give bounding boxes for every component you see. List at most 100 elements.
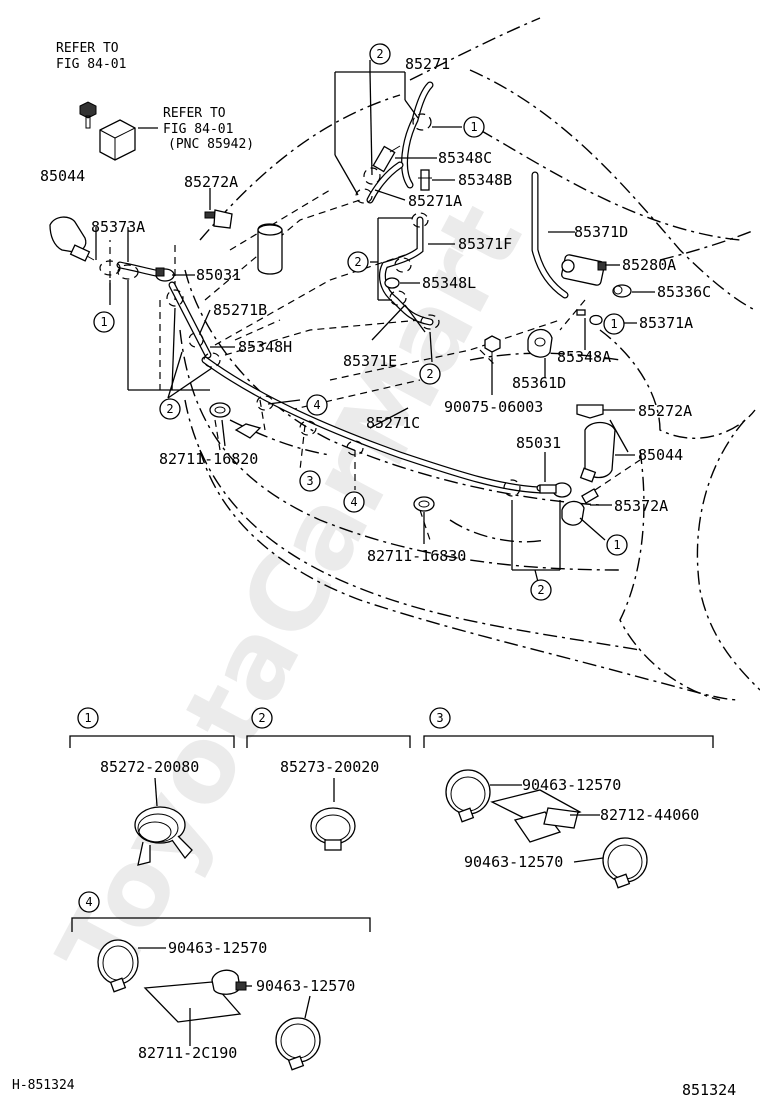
g4-clamp-left: 90463-12570 [168,939,267,957]
svg-text:2: 2 [426,367,433,381]
detail-group-4: 4 90463-12570 90463-12570 82711-2C190 [71,891,371,1071]
svg-text:2: 2 [258,711,265,725]
label-90075-06003: 90075-06003 [444,398,543,416]
label-85348b: 85348B [458,171,512,189]
connector-module-icon [99,119,136,161]
bracket-left-icon [234,423,262,439]
callout-circles: 2 1 2 1 2 1 4 2 3 4 1 2 [93,43,628,601]
clamp-82711-16830-icon [413,496,435,512]
refer-a-line2: FIG 84-01 [56,57,126,72]
refer-b-line1: REFER TO [163,106,226,121]
label-82711-16820: 82711-16820 [159,450,258,468]
clip-85371a-icon [589,314,603,326]
label-82711-16830: 82711-16830 [367,547,466,565]
label-85031-right: 85031 [516,434,561,452]
refer-a-line1: REFER TO [56,41,119,56]
label-85371e: 85371E [343,352,397,370]
g4-clamp-right: 90463-12570 [256,977,355,995]
washer-motor-85280a-icon [561,254,607,286]
callout-1-top: 1 [463,116,485,138]
refer-b-line2: FIG 84-01 [163,122,233,137]
svg-text:1: 1 [470,120,477,134]
band-clamp-icon [310,807,356,851]
clip-markers [99,113,521,497]
label-85336c: 85336C [657,283,711,301]
svg-text:1: 1 [613,538,620,552]
callout-4-b: 4 [343,491,365,513]
svg-text:4: 4 [85,895,92,909]
screw-90075-icon [484,335,501,358]
label-85348c: 85348C [438,149,492,167]
label-85371d: 85371D [574,223,628,241]
g2-part-85273-20020: 85273-20020 [280,758,379,776]
detail-group-3: 3 90463-12570 82712-44060 90463-12570 [423,707,714,889]
label-85280a: 85280A [622,256,676,274]
vehicle-body-outline [179,17,760,701]
clamp-left-icon [97,939,139,993]
label-85371a: 85371A [639,314,693,332]
clamp-right-icon [275,1017,321,1071]
g3-clamp-bottom: 90463-12570 [464,853,563,871]
label-85361d: 85361D [512,374,566,392]
g4-bracket: 82711-2C190 [138,1044,237,1062]
callout-2-mid: 2 [347,251,369,273]
callout-2-left: 2 [159,398,181,420]
label-85272a-right: 85272A [638,402,692,420]
label-85271c: 85271C [366,414,420,432]
callout-4-a: 4 [306,394,328,416]
g1-part-85272-20080: 85272-20080 [100,758,199,776]
label-85044-right: 85044 [638,446,683,464]
svg-text:4: 4 [350,495,357,509]
label-85371f: 85371F [458,235,512,253]
headlamp-washer-nozzle-left-icon [49,216,95,262]
clip-85272a-top-icon [204,209,233,229]
svg-text:2: 2 [376,47,383,61]
detail-group-2: 2 85273-20020 [246,707,411,851]
svg-text:2: 2 [537,583,544,597]
label-85271: 85271 [405,55,450,73]
label-85372a: 85372A [614,497,668,515]
check-valve-85348c-icon [372,145,401,173]
bracket-82711-2c190-icon [143,969,247,1023]
washer-jar-neck-icon [257,223,283,275]
svg-text:2: 2 [354,255,361,269]
svg-text:3: 3 [436,711,443,725]
label-85271a: 85271A [408,192,462,210]
g3-clamp-top: 90463-12570 [522,776,621,794]
figure-number: 851324 [682,1081,736,1099]
svg-text:1: 1 [84,711,91,725]
callout-2-top: 2 [369,43,391,65]
joint-85348l-icon [384,277,400,289]
headlamp-washer-nozzle-right-icon [579,421,616,483]
watermark: ToyotaCarMart [34,185,546,1002]
routing-lines [109,189,641,541]
clamp-85348a-icon [576,309,586,316]
callout-2-lower: 2 [530,579,552,601]
check-valve-85348b-icon [418,169,432,191]
part-labels: REFER TO FIG 84-01 REFER TO FIG 84-01 (P… [40,41,711,565]
spring-clamp-icon [134,806,193,866]
leader-lines [95,60,655,583]
clamp-82711-16820-icon [209,402,231,418]
label-85348a: 85348A [557,348,611,366]
svg-text:1: 1 [100,315,107,329]
callout-2-e: 2 [419,363,441,385]
refer-b-line3: (PNC 85942) [168,137,254,152]
svg-text:2: 2 [166,402,173,416]
bracket-85361d-icon [527,328,553,358]
label-85373a: 85373A [91,218,145,236]
callout-1-right: 1 [603,313,625,335]
detail-group-1: 1 85272-20080 [69,707,235,866]
svg-text:4: 4 [313,398,320,412]
callout-1-lower: 1 [606,534,628,556]
label-85348l: 85348L [422,274,476,292]
label-85031-left: 85031 [196,266,241,284]
svg-text:3: 3 [306,474,313,488]
label-85272a-top: 85272A [184,173,238,191]
clamp-top-icon [445,769,491,823]
svg-text:1: 1 [610,317,617,331]
connector-85372a-icon [561,488,599,526]
clamp-bottom-icon [602,837,648,889]
joint-85031-right-icon [539,482,572,498]
